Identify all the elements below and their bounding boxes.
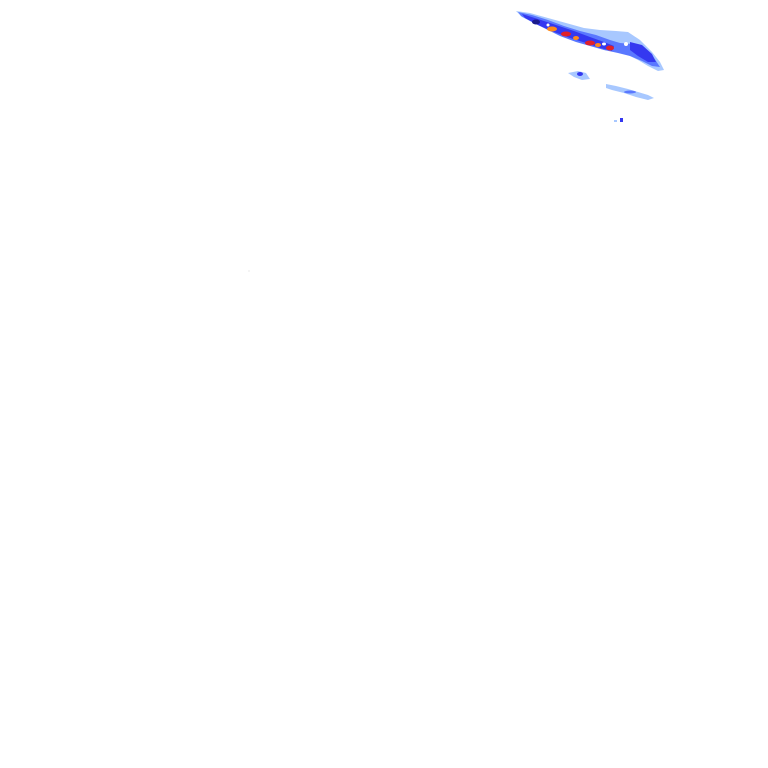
heavy-core [561, 31, 571, 37]
heavy-core [547, 26, 557, 32]
cell-core [577, 72, 583, 76]
trailing-cell [568, 71, 590, 80]
streak-core [624, 90, 636, 94]
heavy-core [532, 19, 540, 25]
lower-streak [606, 84, 654, 100]
heavy-core [573, 36, 579, 40]
band-blob-right [630, 42, 656, 62]
heavy-core [602, 42, 606, 46]
isolated-speck [614, 118, 623, 122]
faint-dot [248, 270, 250, 272]
light-gap [624, 42, 628, 46]
light-gap [546, 23, 550, 27]
precipitation-band [516, 11, 664, 71]
heavy-core [595, 43, 601, 47]
heavy-core [585, 40, 595, 46]
speck-core [620, 118, 623, 122]
heavy-core [606, 45, 614, 51]
speck [614, 120, 617, 122]
